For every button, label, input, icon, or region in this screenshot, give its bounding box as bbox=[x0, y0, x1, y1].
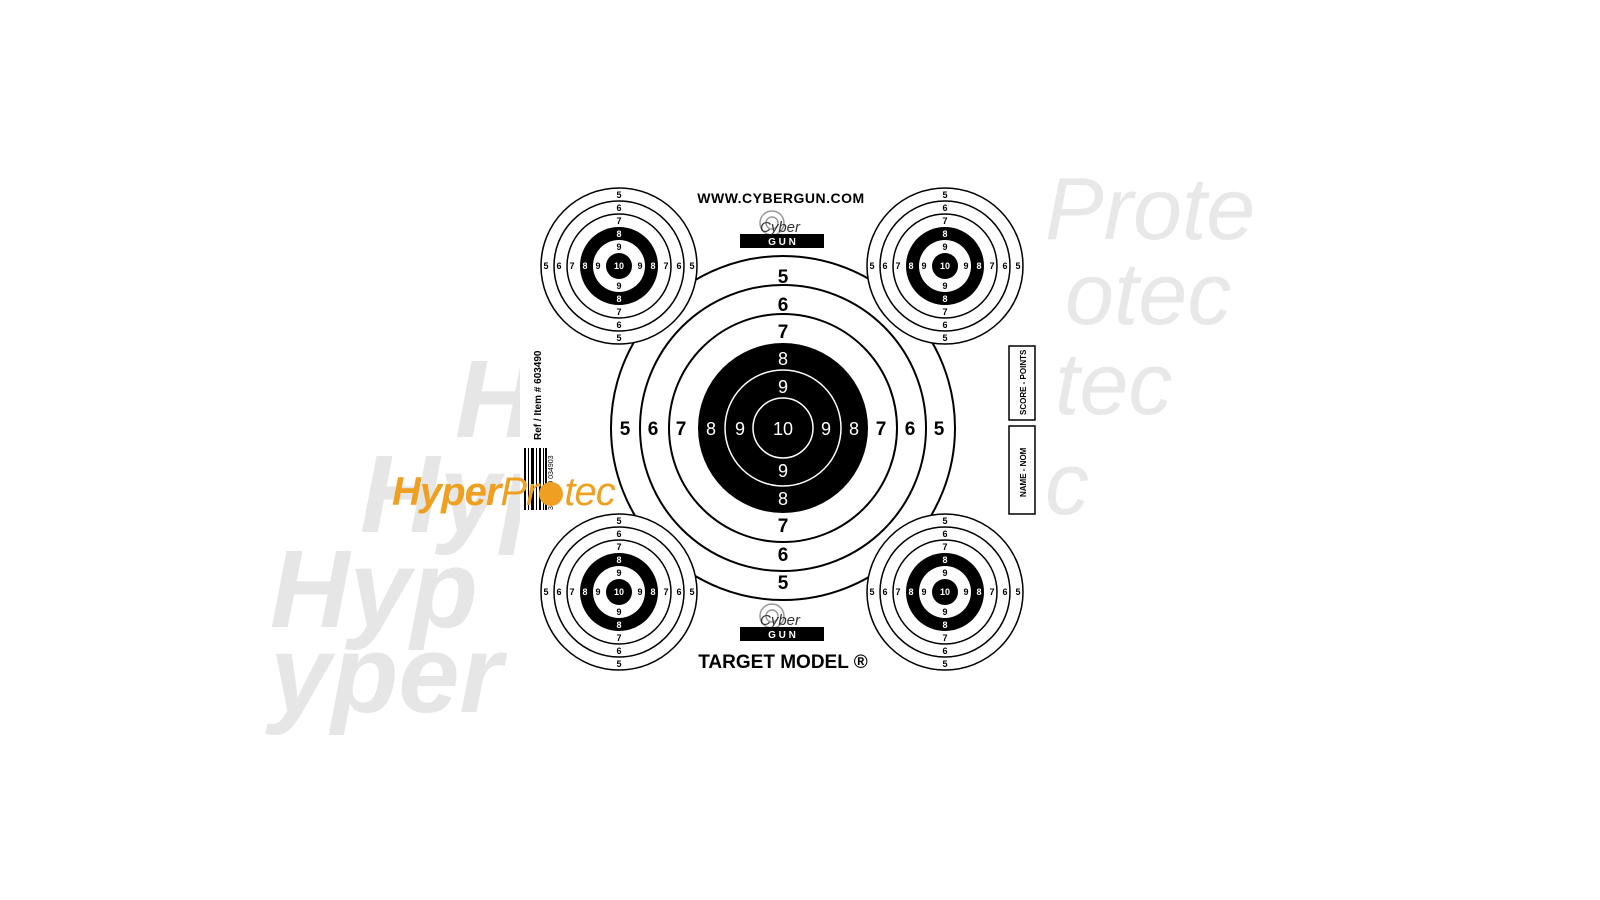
main-label-6-bottom: 6 bbox=[778, 545, 789, 566]
logo-cyber-text: Cyber bbox=[760, 219, 801, 236]
small-target-top-right bbox=[866, 187, 1024, 345]
cybergun-logo-bottom: Cyber G U N bbox=[740, 603, 824, 641]
watermark-text: Prote bbox=[1045, 159, 1256, 258]
main-ring-9 bbox=[724, 369, 842, 487]
brand-text-part3: tec bbox=[564, 470, 615, 514]
brand-text-part1: Hyper bbox=[392, 470, 501, 514]
score-box: SCORE - POINTS bbox=[1008, 345, 1036, 421]
main-label-5-left: 5 bbox=[620, 419, 631, 440]
main-label-6-top: 6 bbox=[778, 295, 789, 316]
logo-gun-text: G U N bbox=[768, 630, 796, 641]
main-label-8-top: 8 bbox=[778, 349, 788, 369]
small-label-6: 6 bbox=[556, 261, 561, 271]
small-label-9: 9 bbox=[616, 242, 621, 252]
small-label-8: 8 bbox=[616, 294, 621, 304]
main-label-8-left: 8 bbox=[706, 419, 716, 439]
small-label-5: 5 bbox=[616, 333, 621, 343]
small-label-6: 6 bbox=[676, 261, 681, 271]
main-label-8-bottom: 8 bbox=[778, 489, 788, 509]
main-label-5-right: 5 bbox=[934, 419, 945, 440]
small-label-5: 5 bbox=[543, 261, 548, 271]
small-label-8: 8 bbox=[582, 261, 587, 271]
small-label-10: 10 bbox=[614, 261, 624, 271]
main-label-6-left: 6 bbox=[648, 419, 659, 440]
logo-cyber-text: Cyber bbox=[760, 612, 801, 629]
small-label-6: 6 bbox=[616, 320, 621, 330]
cybergun-logo-top: Cyber G U N bbox=[740, 210, 824, 248]
main-label-5-top: 5 bbox=[778, 267, 789, 288]
watermark-text: tec bbox=[1055, 334, 1173, 433]
watermark-text: yper bbox=[270, 613, 503, 736]
small-label-9: 9 bbox=[595, 261, 600, 271]
small-target-bottom-left bbox=[540, 513, 698, 671]
small-label-8: 8 bbox=[650, 261, 655, 271]
small-label-6: 6 bbox=[616, 203, 621, 213]
small-label-9: 9 bbox=[637, 261, 642, 271]
small-target-bottom-right bbox=[866, 513, 1024, 671]
ref-item-text: Ref / Item # 603490 bbox=[533, 350, 544, 440]
small-label-5: 5 bbox=[689, 261, 694, 271]
watermark-text: Hyp bbox=[270, 528, 478, 651]
main-label-10: 10 bbox=[773, 419, 793, 439]
main-label-6-right: 6 bbox=[905, 419, 916, 440]
main-ring-10 bbox=[752, 397, 814, 459]
small-label-7: 7 bbox=[569, 261, 574, 271]
main-label-8-right: 8 bbox=[849, 419, 859, 439]
target-dot-icon bbox=[539, 482, 564, 507]
score-label: SCORE - POINTS bbox=[1019, 349, 1028, 415]
logo-gun-text: G U N bbox=[768, 237, 796, 248]
small-label-7: 7 bbox=[616, 307, 621, 317]
model-text: TARGET MODEL ® bbox=[698, 652, 868, 673]
watermark-text: otec bbox=[1065, 244, 1232, 343]
main-label-7-left: 7 bbox=[676, 419, 687, 440]
small-label-7: 7 bbox=[616, 216, 621, 226]
small-label-8: 8 bbox=[616, 229, 621, 239]
small-target-top-left: 5 6 7 8 9 10 9 8 7 6 5 5 6 7 8 9 9 8 7 6… bbox=[540, 187, 698, 345]
main-ring-8 bbox=[698, 343, 868, 513]
watermark-text: c bbox=[1045, 434, 1089, 533]
main-label-9-bottom: 9 bbox=[778, 461, 788, 481]
name-label: NAME - NOM bbox=[1019, 447, 1028, 497]
name-box: NAME - NOM bbox=[1008, 425, 1036, 515]
small-label-5: 5 bbox=[616, 190, 621, 200]
small-label-9: 9 bbox=[616, 281, 621, 291]
website-text: WWW.CYBERGUN.COM bbox=[697, 190, 864, 206]
main-label-7-right: 7 bbox=[876, 419, 887, 440]
small-label-7: 7 bbox=[663, 261, 668, 271]
main-label-9-right: 9 bbox=[821, 419, 831, 439]
main-label-7-top: 7 bbox=[778, 322, 789, 343]
main-label-9-top: 9 bbox=[778, 377, 788, 397]
main-label-9-left: 9 bbox=[735, 419, 745, 439]
brand-text-part2: Pr bbox=[500, 470, 539, 514]
main-target: 5 6 7 5 6 7 5 6 7 5 6 7 8 9 10 9 8 8 9 9… bbox=[610, 255, 956, 601]
main-label-7-bottom: 7 bbox=[778, 516, 789, 537]
main-label-5-bottom: 5 bbox=[778, 573, 789, 594]
small-ring-10 bbox=[606, 253, 632, 279]
